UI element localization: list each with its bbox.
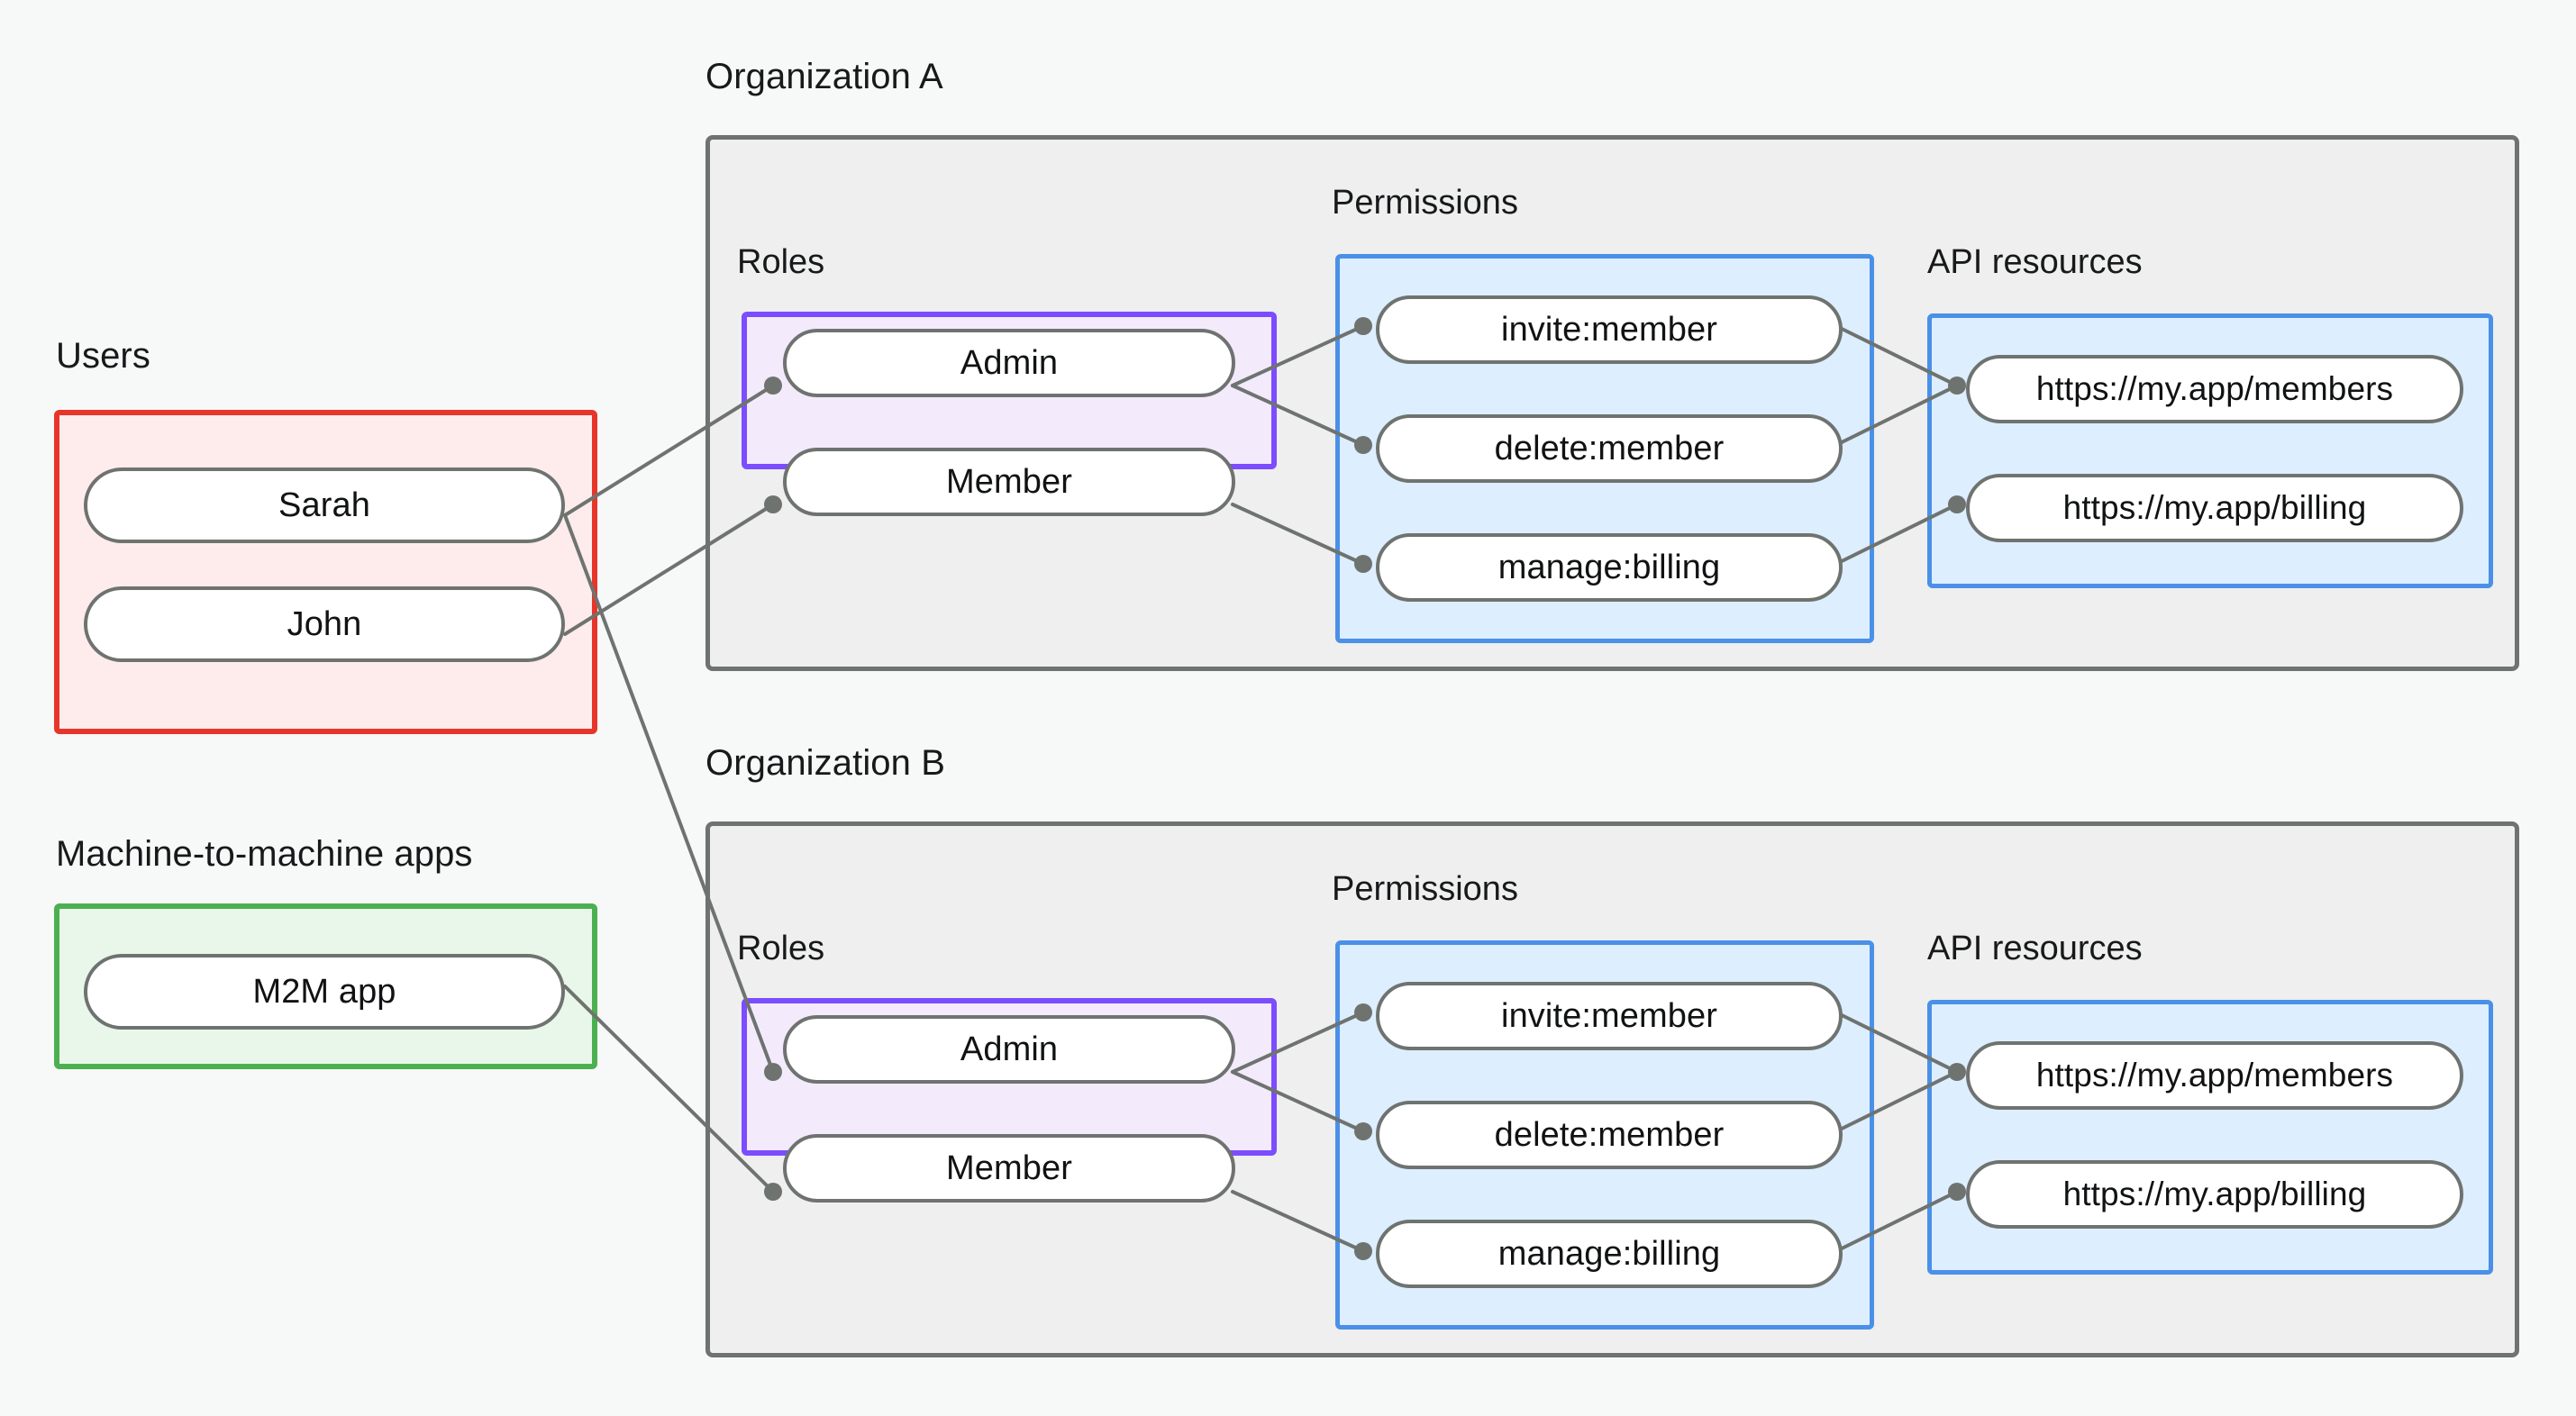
orgA-role-member[interactable]: Member [783,448,1235,516]
connector-dot-orgA-billing-in [1948,495,1966,513]
orgB-permission-invite-member[interactable]: invite:member [1376,982,1843,1050]
organization-a-label: Organization A [705,57,943,96]
m2m-node-app[interactable]: M2M app [84,954,565,1030]
orgB-api-resources-label: API resources [1927,930,2143,967]
connector-dot-orgB-admin-in [764,1063,782,1081]
connector-dot-orgA-delete-in [1354,436,1372,454]
organization-a-box: Roles Admin Member Permissions invite:me… [705,135,2519,671]
orgA-api-resources-box: https://my.app/members https://my.app/bi… [1927,313,2493,588]
connector-dot-orgA-member-in [764,495,782,513]
orgB-api-resource-members[interactable]: https://my.app/members [1966,1041,2463,1110]
connector-dot-orgA-admin-in [764,377,782,395]
orgA-roles-label: Roles [737,243,825,281]
orgA-permissions-label: Permissions [1332,184,1518,222]
users-group-box: Sarah John [54,410,597,734]
orgA-permission-manage-billing[interactable]: manage:billing [1376,533,1843,602]
organization-b-label: Organization B [705,743,945,783]
connector-dot-orgB-manage-in [1354,1242,1372,1260]
connector-dot-orgB-member-in [764,1183,782,1201]
orgB-permission-manage-billing[interactable]: manage:billing [1376,1220,1843,1288]
m2m-group-box: M2M app [54,903,597,1069]
orgA-permission-delete-member[interactable]: delete:member [1376,414,1843,483]
connector-dot-orgA-manage-in [1354,555,1372,573]
users-group-label: Users [56,336,150,376]
connector-dot-orgB-invite-in [1354,1003,1372,1021]
user-node-john[interactable]: John [84,586,565,662]
connector-dot-orgA-invite-in [1354,317,1372,335]
orgB-api-resource-billing[interactable]: https://my.app/billing [1966,1160,2463,1229]
connector-dot-orgB-members-in [1948,1063,1966,1081]
orgA-roles-box: Admin Member [742,312,1277,516]
orgA-permission-invite-member[interactable]: invite:member [1376,295,1843,364]
orgA-role-admin[interactable]: Admin [783,329,1235,397]
orgA-api-resource-members[interactable]: https://my.app/members [1966,355,2463,423]
orgA-api-resource-billing[interactable]: https://my.app/billing [1966,474,2463,542]
orgB-role-member[interactable]: Member [783,1134,1235,1203]
orgB-permission-delete-member[interactable]: delete:member [1376,1101,1843,1169]
connector-dot-orgB-billing-in [1948,1183,1966,1201]
orgA-api-resources-label: API resources [1927,243,2143,281]
orgB-roles-box: Admin Member [742,998,1277,1203]
connector-dot-orgB-delete-in [1354,1122,1372,1140]
organization-b-box: Roles Admin Member Permissions invite:me… [705,821,2519,1357]
orgB-role-admin[interactable]: Admin [783,1015,1235,1084]
orgB-roles-label: Roles [737,930,825,967]
user-node-sarah[interactable]: Sarah [84,467,565,543]
orgA-permissions-box: invite:member delete:member manage:billi… [1335,254,1874,643]
orgB-permissions-label: Permissions [1332,870,1518,908]
orgB-permissions-box: invite:member delete:member manage:billi… [1335,940,1874,1330]
connector-dot-orgA-members-in [1948,377,1966,395]
orgB-api-resources-box: https://my.app/members https://my.app/bi… [1927,1000,2493,1275]
m2m-group-label: Machine-to-machine apps [56,834,473,874]
